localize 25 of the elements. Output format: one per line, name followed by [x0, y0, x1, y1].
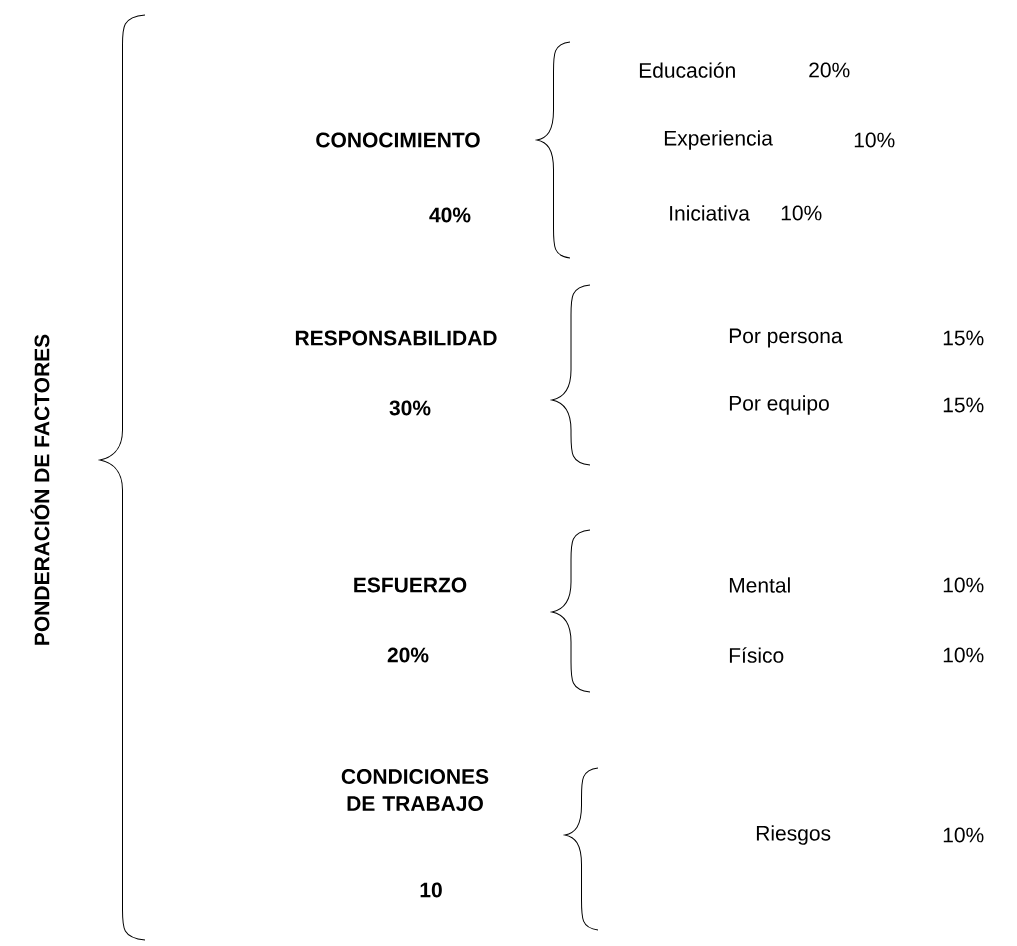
category-heading: CONDICIONES DE TRABAJO [341, 769, 489, 811]
percentage-label: 30% [389, 400, 431, 416]
category-heading: RESPONSABILIDAD [295, 330, 497, 346]
percentage-label: 10 [420, 882, 442, 898]
subfactor-label: 10% [854, 132, 895, 148]
subfactor-label: 20% [809, 62, 850, 78]
subfactor-label: 10% [781, 205, 822, 221]
subfactor-label: Físico [729, 647, 784, 663]
subfactor-label: 15% [943, 397, 984, 413]
subfactor-label: Mental [729, 577, 790, 593]
subfactor-label: 10% [943, 577, 984, 593]
subfactor-label: Riesgos [756, 825, 831, 845]
subfactor-label: 15% [943, 330, 984, 346]
subfactor-label: Por persona [729, 328, 843, 348]
subfactor-label: Educación [639, 62, 735, 78]
subfactor-label: Iniciativa [670, 205, 750, 221]
category-heading: CONOCIMIENTO [316, 132, 480, 148]
subfactor-label: 10% [943, 647, 984, 663]
percentage-label: 20% [387, 647, 429, 663]
category-heading: ESFUERZO [354, 577, 467, 593]
subfactor-label: Por equipo [729, 395, 829, 415]
subfactor-label: Experiencia [664, 130, 773, 150]
percentage-label: 40% [429, 207, 471, 223]
subfactor-label: 10% [943, 827, 984, 843]
vertical-title: PONDERACIÓN DE FACTORES [30, 334, 50, 645]
